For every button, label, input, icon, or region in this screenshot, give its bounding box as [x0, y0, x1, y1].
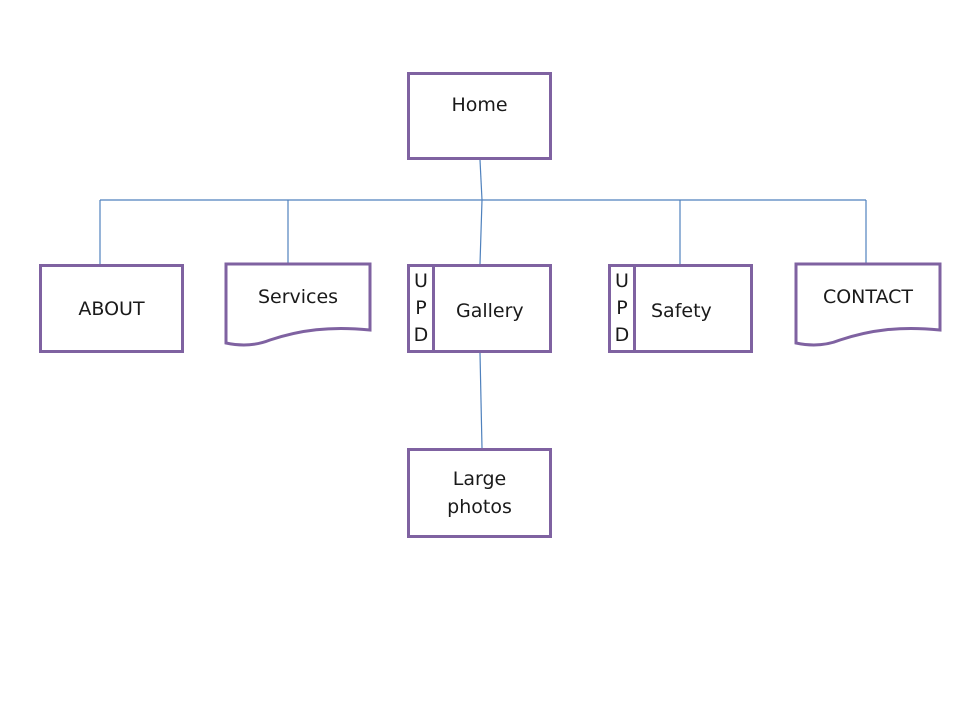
connector-gallery — [479, 199, 483, 265]
about-label: ABOUT — [78, 297, 145, 320]
home-label: Home — [451, 94, 508, 116]
safety-upd-letter: D — [614, 324, 630, 346]
safety-node: U P D Safety — [608, 264, 753, 353]
home-node: Home — [407, 72, 552, 160]
about-node: ABOUT — [39, 264, 184, 353]
connector-home-trunk — [479, 159, 483, 201]
gallery-upd-letter: D — [413, 324, 429, 346]
safety-upd-marker: U P D — [611, 267, 636, 350]
gallery-upd-letter: P — [415, 297, 427, 319]
gallery-upd-letter: U — [414, 270, 428, 292]
gallery-node: U P D Gallery — [407, 264, 552, 353]
gallery-upd-marker: U P D — [410, 267, 435, 350]
contact-label: CONTACT — [822, 286, 914, 308]
gallery-label: Gallery — [456, 300, 524, 322]
large-photos-node: Large photos — [407, 448, 552, 538]
connector-large-photos — [479, 352, 483, 449]
services-document-shape — [224, 262, 372, 347]
large-photos-label-line2: photos — [447, 496, 512, 518]
safety-upd-letter: U — [615, 270, 629, 292]
safety-upd-letter: P — [616, 297, 628, 319]
large-photos-label-line1: Large — [452, 468, 507, 490]
safety-label: Safety — [651, 300, 712, 322]
services-label: Services — [257, 286, 339, 308]
contact-document-shape — [794, 262, 942, 347]
